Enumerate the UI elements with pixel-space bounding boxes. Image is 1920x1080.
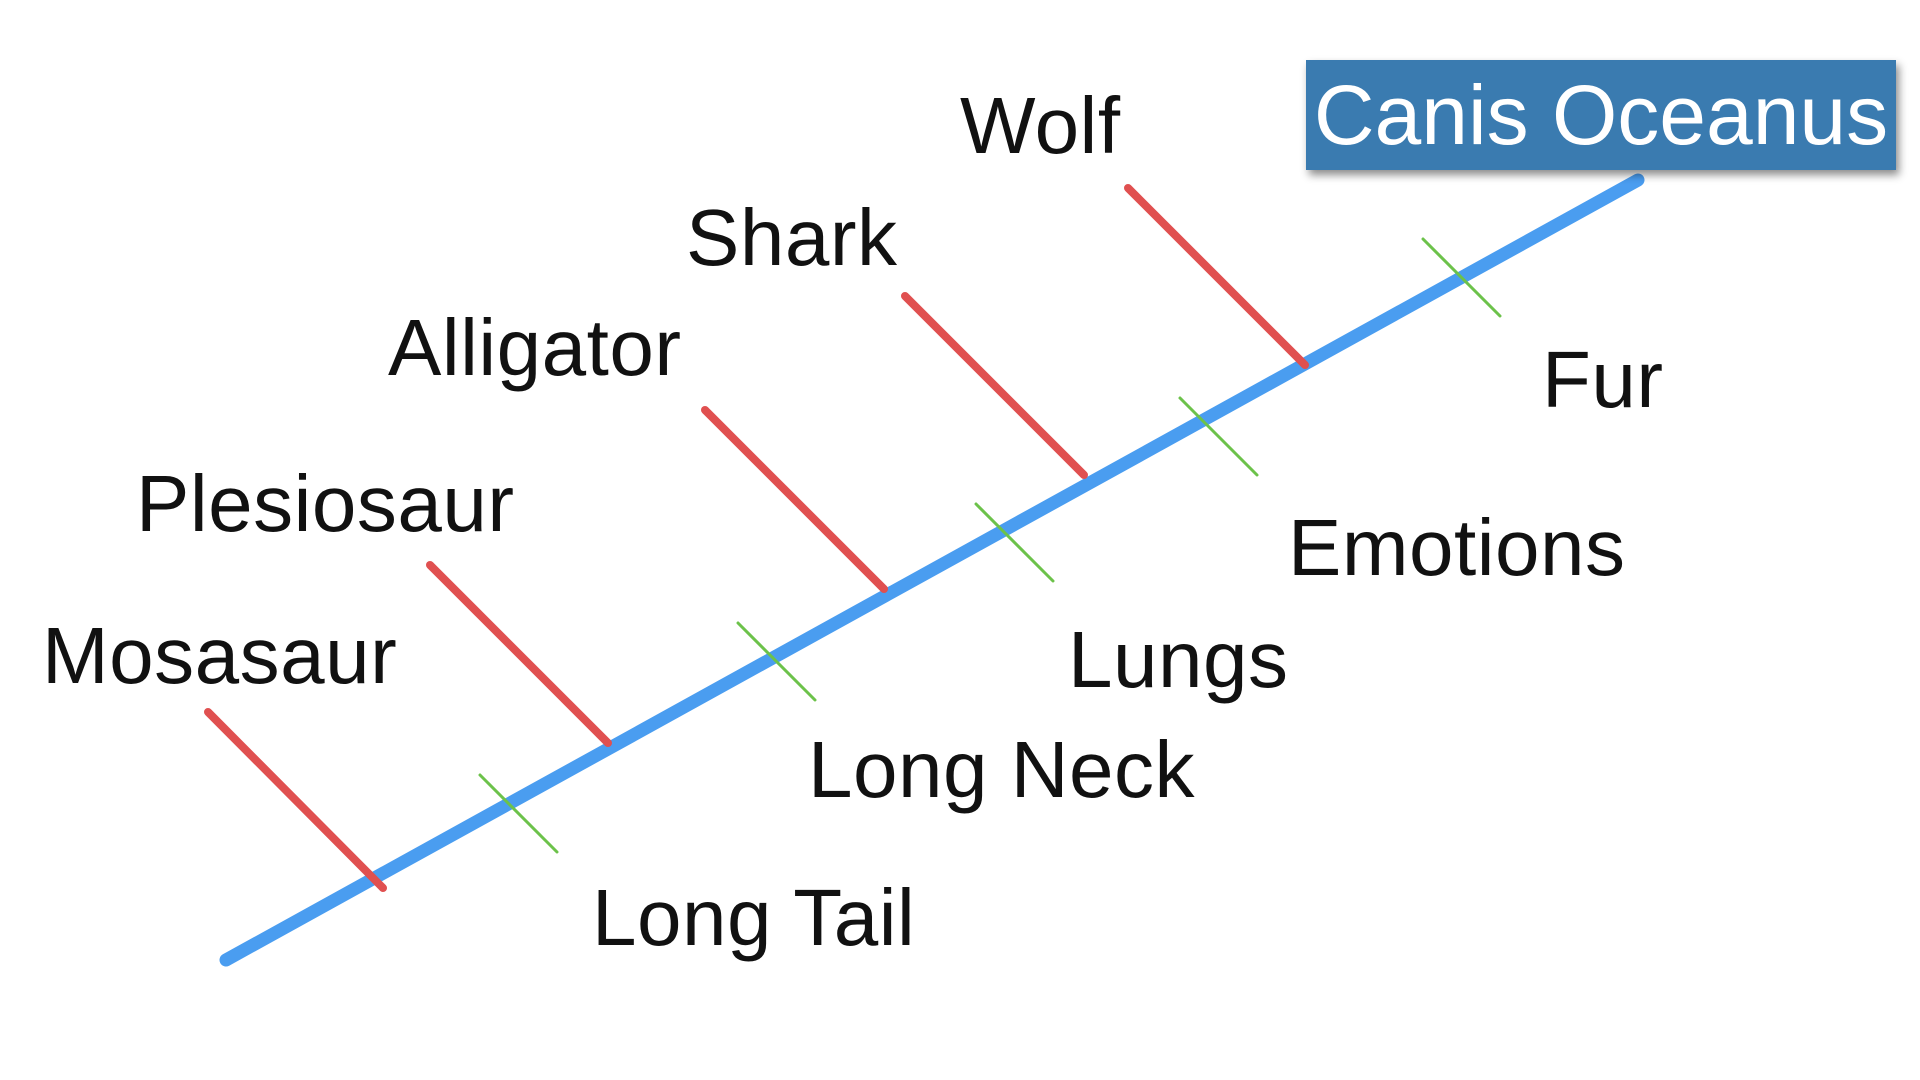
branch-plesiosaur xyxy=(426,561,612,747)
tick-long-neck xyxy=(736,621,817,702)
tick-emotions xyxy=(1178,396,1259,477)
tick-lungs xyxy=(974,502,1055,583)
title-box: Canis Oceanus xyxy=(1306,60,1896,170)
trait-label-emotions: Emotions xyxy=(1288,503,1626,592)
branch-mosasaur xyxy=(204,708,387,892)
trait-label-long-tail: Long Tail xyxy=(592,873,916,962)
diagram-title: Canis Oceanus xyxy=(1313,68,1889,162)
taxon-label-shark: Shark xyxy=(686,193,898,282)
taxon-label-plesiosaur: Plesiosaur xyxy=(136,459,515,548)
branch-alligator xyxy=(701,406,888,593)
taxon-label-alligator: Alligator xyxy=(388,303,682,392)
tick-fur xyxy=(1421,237,1502,318)
tick-long-tail xyxy=(478,773,559,854)
taxon-label-wolf: Wolf xyxy=(960,81,1121,170)
taxon-label-mosasaur: Mosasaur xyxy=(42,611,398,700)
branch-shark xyxy=(901,292,1088,479)
branch-wolf xyxy=(1124,184,1309,369)
trait-label-lungs: Lungs xyxy=(1068,615,1289,704)
cladogram-trunk xyxy=(219,173,1645,967)
trait-label-long-neck: Long Neck xyxy=(808,725,1195,814)
trait-label-fur: Fur xyxy=(1542,335,1664,424)
